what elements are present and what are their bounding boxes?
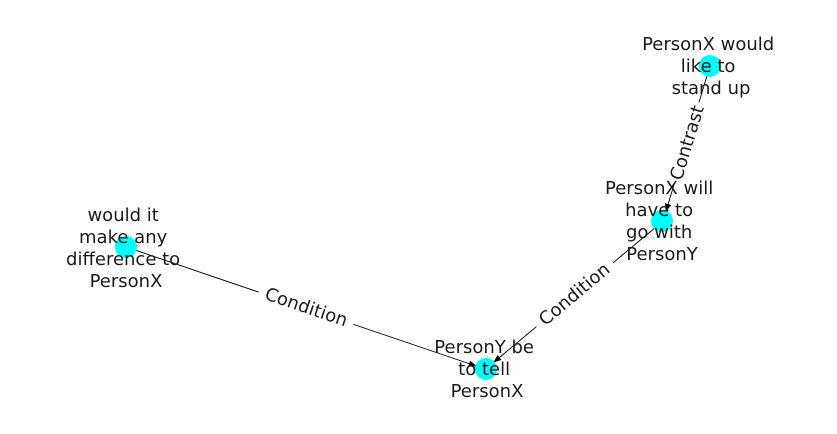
node-dot-n1[interactable] bbox=[699, 55, 721, 77]
node-label-n3-line: make any bbox=[79, 227, 168, 248]
node-label-n3-line: would it bbox=[87, 205, 158, 226]
node-label-n2-line: go with bbox=[626, 222, 692, 243]
edge-label-condition-right: Condition bbox=[535, 259, 614, 330]
node-label-n3: would it make any difference to PersonX bbox=[66, 205, 186, 292]
node-dot-n4[interactable] bbox=[475, 358, 497, 380]
node-labels-layer: PersonX would like to stand up PersonX w… bbox=[66, 34, 780, 402]
node-label-n1-line: PersonX would bbox=[642, 34, 774, 55]
edges-layer bbox=[125, 65, 711, 367]
node-label-n4: PersonY be to tell PersonX bbox=[434, 337, 539, 402]
node-dot-n3[interactable] bbox=[115, 236, 137, 258]
edge-label-contrast: Contrast bbox=[666, 103, 709, 183]
edge-label-condition-right-group: Condition bbox=[528, 252, 621, 336]
edge-label-contrast-group: Contrast bbox=[663, 99, 711, 187]
node-label-n2-line: PersonY bbox=[626, 244, 698, 265]
node-label-n1: PersonX would like to stand up bbox=[642, 34, 780, 99]
node-label-n4-line: PersonX bbox=[451, 381, 524, 402]
edge-label-condition-left-group: Condition bbox=[255, 279, 358, 335]
node-label-n1-line: stand up bbox=[672, 78, 751, 99]
node-label-n4-line: PersonY be bbox=[434, 337, 534, 358]
node-label-n3-line: difference to bbox=[66, 249, 180, 270]
node-label-n3-line: PersonX bbox=[90, 271, 163, 292]
nodes-layer bbox=[115, 55, 721, 380]
node-label-n2: PersonX will have to go with PersonY bbox=[605, 178, 719, 265]
node-dot-n2[interactable] bbox=[651, 210, 673, 232]
node-label-n4-line: to tell bbox=[458, 359, 510, 380]
node-label-n1-line: like to bbox=[681, 56, 736, 77]
node-label-n2-line: have to bbox=[625, 200, 693, 221]
edge-label-condition-left: Condition bbox=[262, 284, 350, 332]
node-label-n2-line: PersonX will bbox=[605, 178, 713, 199]
